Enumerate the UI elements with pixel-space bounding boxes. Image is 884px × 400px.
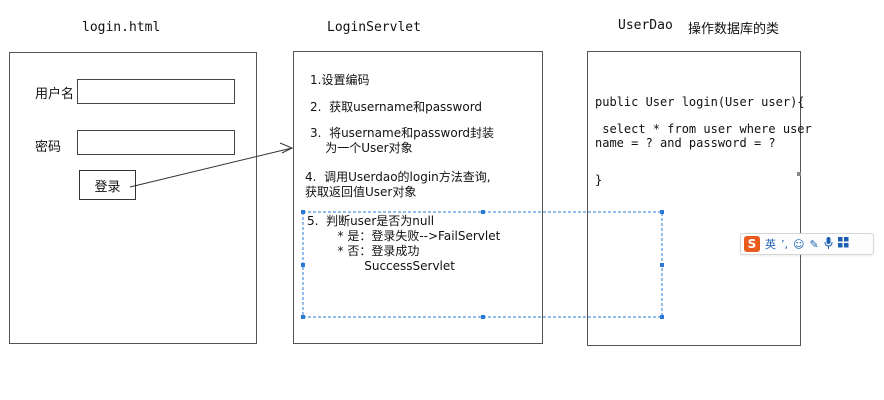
servlet-panel [293,51,543,344]
ime-mode-toggle[interactable]: 英 [765,238,776,251]
dao-title: UserDao [618,18,673,33]
username-label: 用户名 [35,87,75,102]
pen-icon[interactable]: ✎ [809,237,819,251]
dao-panel-handle[interactable] [797,172,801,176]
grid-icon[interactable] [837,237,849,251]
mic-icon[interactable] [824,236,833,252]
servlet-step-2: 2. 获取username和password [310,100,483,114]
servlet-step-1: 1.设置编码 [310,73,370,87]
password-input[interactable] [77,130,235,155]
emoji-icon[interactable]: ☺ [793,237,805,251]
selection-box[interactable] [301,210,664,319]
servlet-step-5: 5. 判断user是否为null * 是：登录失败-->FailServlet … [307,214,501,273]
servlet-title: LoginServlet [327,20,421,35]
login-button[interactable]: 登录 [79,170,136,200]
servlet-step-4: 4. 调用Userdao的login方法查询, 获取返回值User对象 [305,170,491,199]
dao-sql-query: select * from user where user name = ? a… [595,122,812,150]
password-label: 密码 [35,140,62,155]
dao-method-signature: public User login(User user){ [595,95,805,109]
dao-panel [587,51,801,346]
username-input[interactable] [77,79,235,104]
ime-toolbar[interactable]: S 英 ’, ☺ ✎ [740,233,874,255]
login-page-title: login.html [82,20,161,35]
dao-description: 操作数据库的类 [688,22,780,37]
punctuation-icon[interactable]: ’, [781,237,788,251]
servlet-step-3: 3. 将username和password封装 为一个User对象 [310,126,495,155]
sogou-logo-icon[interactable]: S [744,236,760,252]
dao-method-close: } [595,173,603,187]
flow-arrow [129,142,294,188]
